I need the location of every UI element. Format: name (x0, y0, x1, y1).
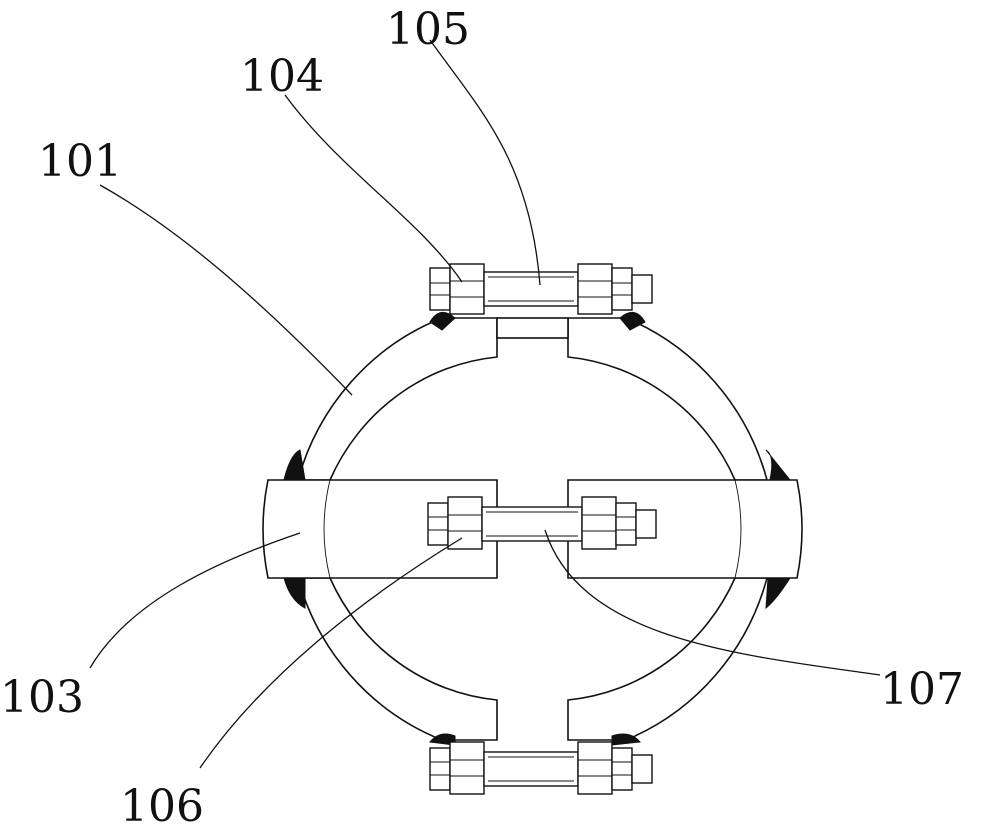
leader-lines (90, 40, 880, 768)
label-104: 104 (240, 55, 324, 99)
middle-bolt-assembly (428, 497, 656, 549)
top-bolt-assembly (430, 264, 652, 314)
label-105: 105 (386, 8, 470, 52)
leader-105 (430, 40, 540, 285)
leader-101 (100, 185, 352, 395)
label-106: 106 (120, 785, 204, 829)
label-103: 103 (0, 676, 84, 720)
bottom-bolt-assembly (430, 742, 652, 794)
label-101: 101 (38, 140, 122, 184)
label-107: 107 (880, 668, 964, 712)
top-gap-plate (497, 318, 568, 338)
leader-104 (285, 95, 462, 282)
